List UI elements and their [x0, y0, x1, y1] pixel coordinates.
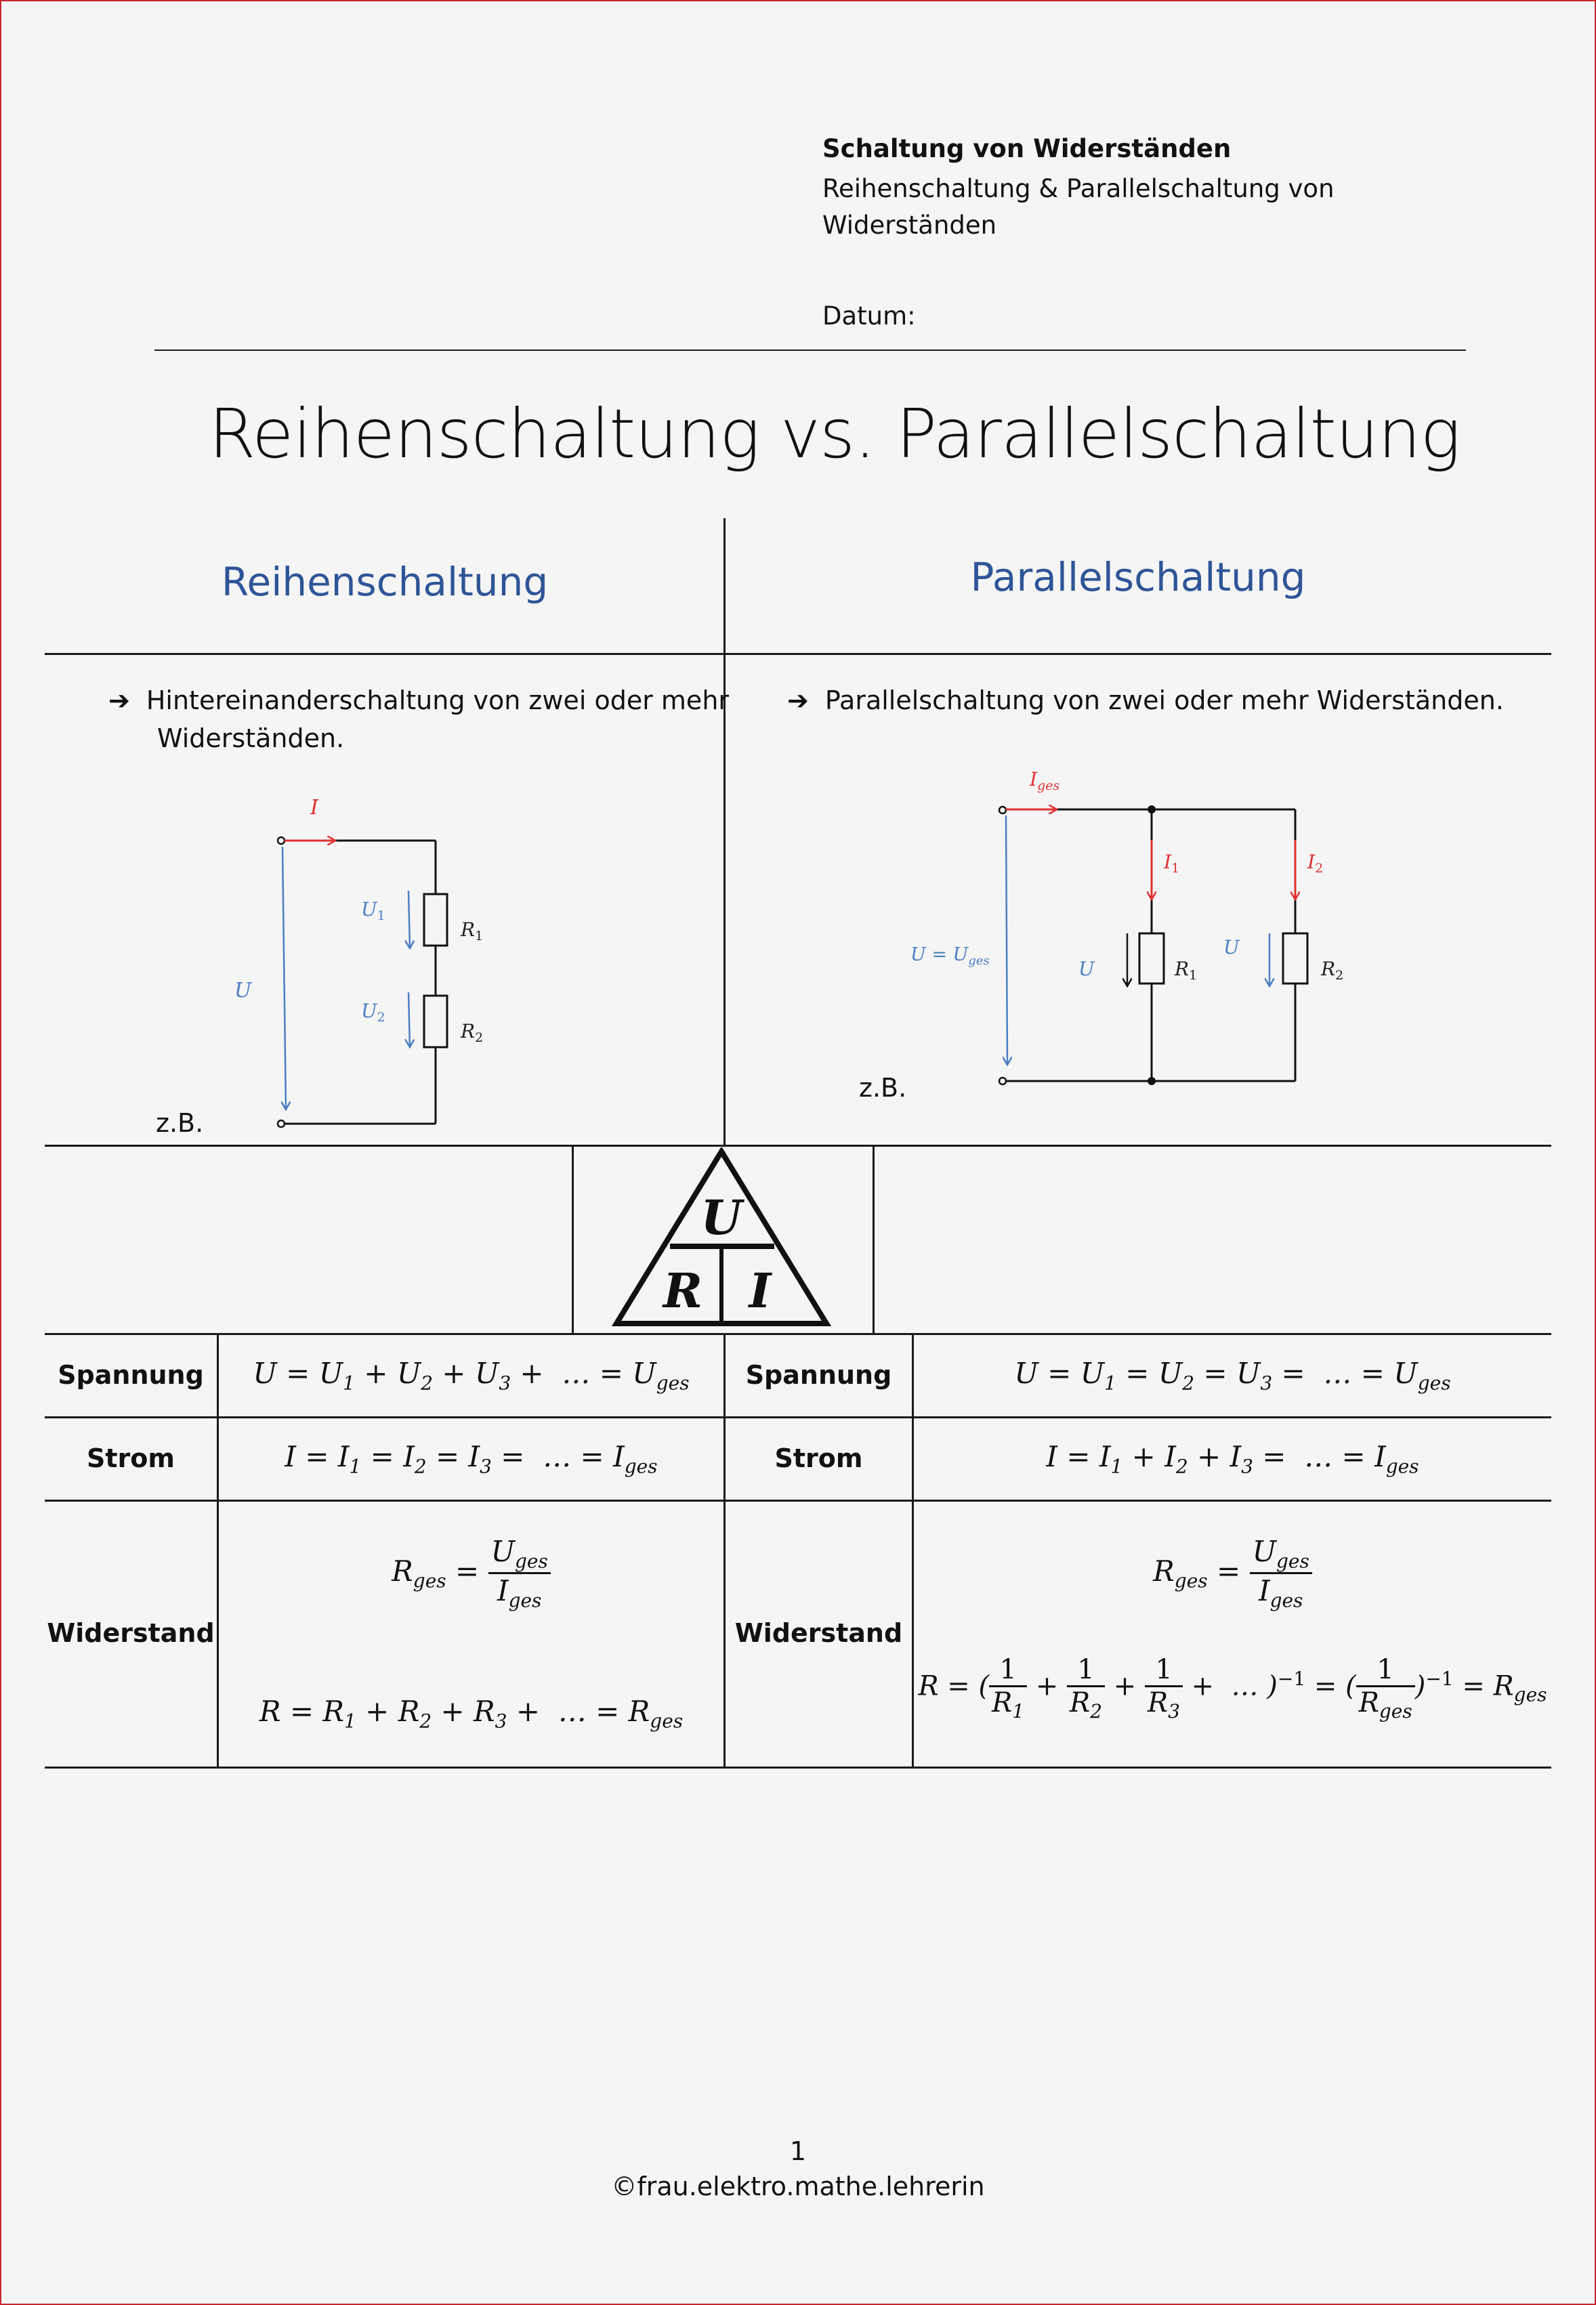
- parallel-bullet-text: Parallelschaltung von zwei oder mehr Wid…: [824, 685, 1504, 715]
- document-subtitle-line1: Reihenschaltung & Parallelschaltung von: [822, 174, 1335, 203]
- triangle-u: U: [700, 1189, 744, 1246]
- parallel-circuit-diagram: Iges I1 I2 U = Uges U U R1 R2: [910, 768, 1343, 1086]
- uri-triangle: U R I: [611, 1147, 832, 1326]
- label-voltage-u2: U2: [361, 1000, 385, 1025]
- triangle-box-left: [572, 1145, 574, 1334]
- document-subtitle-line2: Widerständen: [822, 211, 997, 240]
- label-voltage-u-branch1: U: [1078, 958, 1095, 980]
- header-divider: [154, 350, 1466, 351]
- triangle-r: R: [662, 1263, 702, 1319]
- series-bullet-line2: Widerständen.: [157, 723, 345, 753]
- triangle-box-right: [873, 1145, 875, 1334]
- label-voltage-u1: U1: [361, 898, 385, 923]
- parallel-voltage-label: Spannung: [745, 1360, 892, 1390]
- series-voltage-label: Spannung: [58, 1360, 204, 1390]
- label-current-i1: I1: [1163, 851, 1179, 876]
- resistor-r1: [423, 893, 448, 947]
- parallel-voltage-formula: U = U1 = U2 = U3 = … = Uges: [1014, 1357, 1451, 1395]
- label-resistor-r2: R2: [460, 1020, 483, 1045]
- parallel-resistance-label: Widerstand: [734, 1618, 903, 1648]
- parallel-current-formula: I = I1 + I2 + I3 = … = Iges: [1046, 1440, 1419, 1478]
- page-title: Reihenschaltung vs. Parallelschaltung: [209, 394, 1461, 473]
- table-col-divider-3: [912, 1333, 914, 1769]
- table-col-divider-1: [217, 1333, 219, 1769]
- label-voltage-u-branch2: U: [1223, 936, 1240, 958]
- parallel-heading: Parallelschaltung: [970, 554, 1306, 600]
- footer-credit: ©frau.elektro.mathe.lehrerin: [611, 2172, 985, 2201]
- page-number: 1: [789, 2136, 807, 2166]
- label-resistor-r1: R1: [460, 918, 483, 944]
- heading-divider: [45, 653, 1551, 655]
- table-top-border: [45, 1333, 1551, 1335]
- parallel-bullet: ➔ Parallelschaltung von zwei oder mehr Wi…: [787, 681, 1504, 719]
- series-current-formula: I = I1 = I2 = I3 = … = Iges: [285, 1440, 658, 1478]
- label-voltage-total: U = Uges: [910, 944, 990, 968]
- label-current-total: Iges: [1029, 768, 1059, 793]
- resistor-r2: [1282, 932, 1309, 985]
- table-bottom-border: [45, 1767, 1551, 1769]
- parallel-example-label: z.B.: [859, 1073, 907, 1103]
- series-bullet-line1: Hintereinanderschaltung von zwei oder me…: [146, 685, 730, 715]
- label-current-i2: I2: [1307, 851, 1323, 876]
- triangle-i: I: [748, 1263, 773, 1319]
- series-resistance-sum-formula: R = R1 + R2 + R3 + … = Rges: [259, 1695, 684, 1733]
- series-example-label: z.B.: [156, 1108, 204, 1138]
- series-heading: Reihenschaltung: [221, 559, 549, 605]
- diagram-divider: [45, 1145, 1551, 1147]
- label-resistor-r1: R1: [1174, 958, 1197, 983]
- table-col-divider-2: [723, 1333, 726, 1769]
- series-resistance-label: Widerstand: [47, 1618, 215, 1648]
- series-voltage-formula: U = U1 + U2 + U3 + … = Uges: [253, 1357, 690, 1395]
- label-resistor-r2: R2: [1320, 958, 1343, 983]
- table-row-divider-1: [45, 1416, 1551, 1418]
- date-label: Datum:: [822, 301, 916, 331]
- table-row-divider-2: [45, 1500, 1551, 1502]
- parallel-current-label: Strom: [774, 1443, 863, 1473]
- series-circuit-diagram: I U U1 U2 R1 R2: [234, 796, 483, 1128]
- series-bullet: ➔ Hintereinanderschaltung von zwei oder m…: [108, 681, 729, 719]
- resistor-r1: [1138, 932, 1165, 985]
- arrow-icon: ➔: [787, 685, 809, 715]
- label-voltage-u: U: [234, 979, 253, 1002]
- series-current-label: Strom: [87, 1443, 175, 1473]
- arrow-icon: ➔: [108, 685, 130, 715]
- resistor-r2: [423, 994, 448, 1049]
- document-topic: Schaltung von Widerständen: [822, 134, 1232, 163]
- column-divider: [723, 518, 726, 1147]
- label-current-i: I: [310, 796, 319, 820]
